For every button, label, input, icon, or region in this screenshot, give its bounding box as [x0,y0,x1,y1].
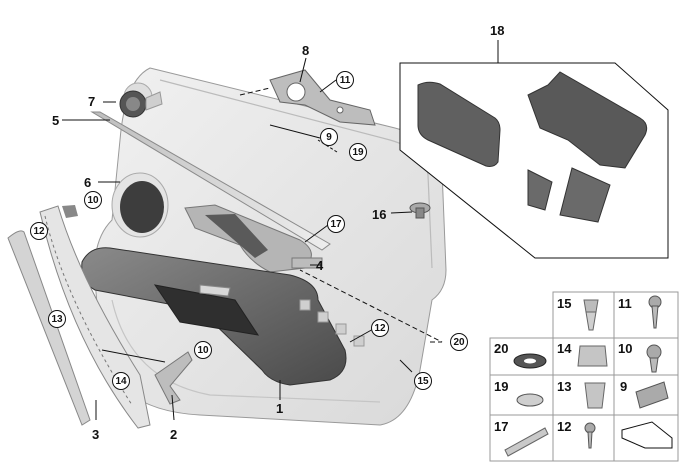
callout-20[interactable]: 20 [450,333,468,351]
callout-11[interactable]: 11 [336,71,354,89]
grid-part-icons [504,295,673,457]
callout-17[interactable]: 17 [327,215,345,233]
grid-label-15: 15 [557,296,572,311]
part-label-4[interactable]: 4 [316,258,324,273]
mounting-bracket[interactable] [269,69,376,126]
part-label-3[interactable]: 3 [92,427,100,442]
part-label-8[interactable]: 8 [302,43,310,58]
part-label-18[interactable]: 18 [490,23,505,38]
part-label-6[interactable]: 6 [84,175,92,190]
callout-9[interactable]: 9 [320,128,338,146]
part-label-5[interactable]: 5 [52,113,60,128]
armrest[interactable] [81,247,347,386]
door-clip[interactable] [409,202,431,219]
grid-label-11: 11 [618,296,632,311]
callout-13[interactable]: 13 [48,310,66,328]
callout-10-upper[interactable]: 10 [84,191,102,209]
part-label-1[interactable]: 1 [276,401,284,416]
part-label-2[interactable]: 2 [170,427,178,442]
leader-lines [62,57,443,421]
grid-label-20: 20 [494,341,509,356]
grid-label-19: 19 [494,379,509,394]
part-label-16[interactable]: 16 [372,207,387,222]
callout-15[interactable]: 15 [414,372,432,390]
inner-door-handle[interactable] [184,204,323,273]
grid-label-13: 13 [557,379,572,394]
repair-kit-box[interactable] [399,40,669,259]
callout-14[interactable]: 14 [112,372,130,390]
tweeter[interactable] [119,90,163,118]
callout-19[interactable]: 19 [349,143,367,161]
grid-label-14: 14 [557,341,572,356]
part-label-7[interactable]: 7 [88,94,96,109]
callout-12-right[interactable]: 12 [371,319,389,337]
upper-trim-strip[interactable] [90,111,331,251]
grid-label-17: 17 [494,419,509,434]
callout-12-left[interactable]: 12 [30,222,48,240]
grid-label-10: 10 [618,341,633,356]
speaker-grille[interactable] [111,172,169,238]
grid-label-9: 9 [620,379,628,394]
callout-10-lower[interactable]: 10 [194,341,212,359]
mounting-clips-row [299,299,365,347]
grid-label-12: 12 [557,419,572,434]
